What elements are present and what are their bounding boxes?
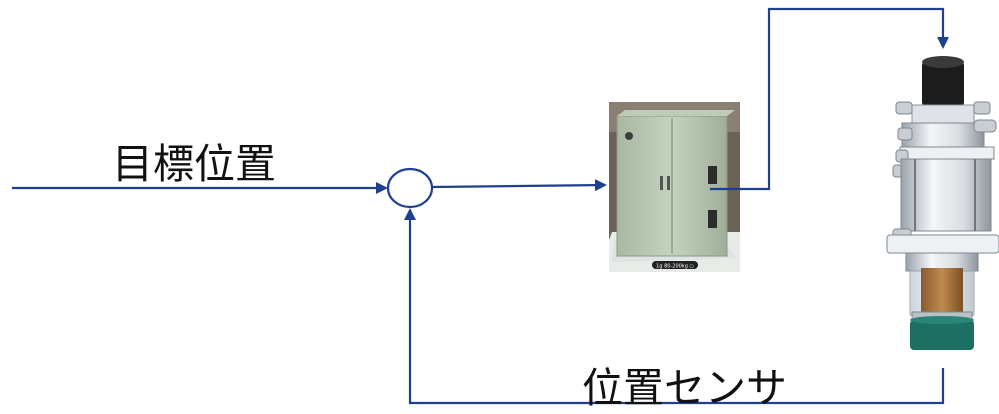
control-signal-line — [710, 7, 949, 191]
summing-junction-icon — [386, 167, 434, 209]
control-cabinet-icon: 1g 80-200kg ○ — [609, 102, 740, 272]
error-signal-line — [431, 179, 607, 192]
actuator-icon — [886, 56, 999, 350]
cabinet-caption: 1g 80-200kg ○ — [656, 264, 694, 270]
target-position-label: 目標位置 — [112, 140, 276, 188]
feedback-signal-line — [404, 208, 945, 405]
position-sensor-label: 位置センサ — [582, 364, 787, 412]
